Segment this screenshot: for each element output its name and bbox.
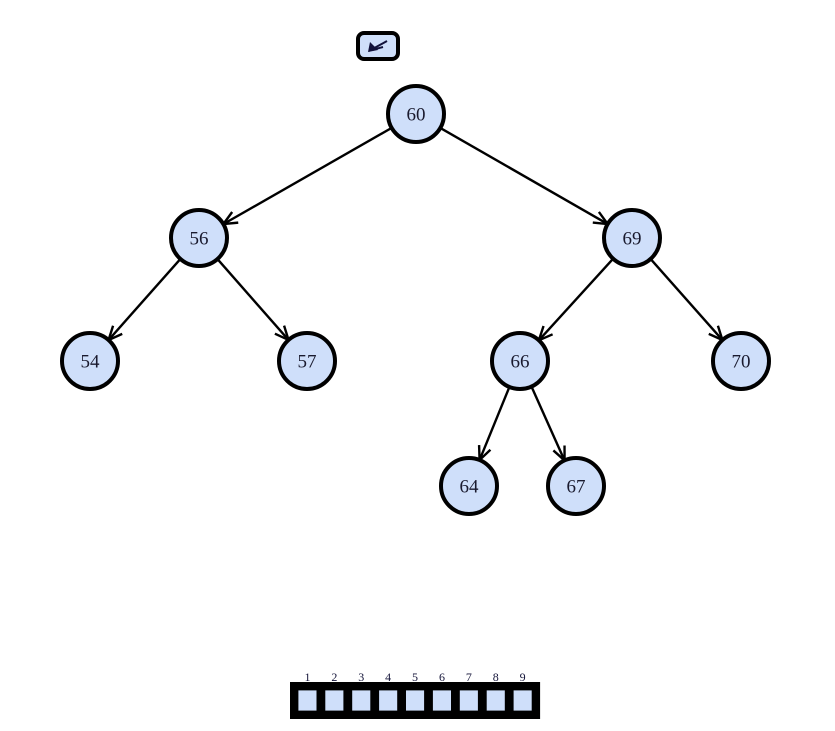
tree-edge [216, 258, 290, 342]
node-label: 54 [81, 352, 101, 373]
array-layer: 1 2 3 4 5 6 7 8 9 [290, 670, 541, 719]
array-cell-box[interactable] [509, 686, 537, 716]
array-cell-index: 8 [493, 670, 499, 684]
tree-node[interactable]: 69 [602, 208, 662, 268]
tree-node[interactable]: 67 [546, 456, 606, 516]
array-cell[interactable]: 4 [374, 670, 402, 716]
array-cell-index: 2 [331, 670, 337, 684]
tree-node[interactable]: 54 [60, 331, 120, 391]
array-cell-box[interactable] [401, 686, 429, 716]
array-cell[interactable]: 3 [347, 670, 375, 716]
array-cell-index: 7 [466, 670, 472, 684]
array-cell-index: 5 [412, 670, 418, 684]
node-label: 56 [190, 229, 209, 250]
tree-edge [222, 126, 393, 226]
tree-edge [537, 257, 615, 342]
array-cell[interactable]: 7 [455, 670, 483, 716]
tree-node[interactable]: 57 [277, 331, 337, 391]
array-cell-box[interactable] [482, 686, 510, 716]
node-circle[interactable] [60, 331, 120, 391]
array-cell-box[interactable] [320, 686, 348, 716]
node-circle[interactable] [602, 208, 662, 268]
tree-edge [649, 258, 724, 342]
array-cell-index: 3 [358, 670, 364, 684]
array-cell-index: 9 [520, 670, 526, 684]
array-cell[interactable]: 1 [294, 670, 321, 716]
array-cell[interactable]: 8 [482, 670, 510, 716]
node-circle[interactable] [169, 208, 229, 268]
node-circle[interactable] [277, 331, 337, 391]
node-circle[interactable] [439, 456, 499, 516]
arrow-down-left-icon [368, 40, 388, 52]
node-circle[interactable] [386, 84, 446, 144]
node-label: 66 [511, 352, 530, 373]
tree-node[interactable]: 66 [490, 331, 550, 391]
array-cell[interactable]: 2 [320, 670, 348, 716]
node-label: 64 [460, 477, 480, 498]
node-circle[interactable] [490, 331, 550, 391]
array-cell[interactable]: 6 [428, 670, 456, 716]
tree-edge [530, 386, 566, 462]
nodes-layer: 60 56 69 54 57 66 70 64 67 [60, 84, 771, 516]
array-cell[interactable]: 9 [509, 670, 537, 716]
edges-layer [107, 126, 724, 462]
array-cell-box[interactable] [294, 686, 321, 716]
array-cell-index: 6 [439, 670, 445, 684]
tree-node[interactable]: 70 [711, 331, 771, 391]
array-cell-box[interactable] [428, 686, 456, 716]
node-circle[interactable] [546, 456, 606, 516]
toolbar-layer [356, 31, 400, 61]
tree-edge [477, 386, 511, 461]
collapse-button[interactable] [356, 31, 400, 61]
tree-node[interactable]: 60 [386, 84, 446, 144]
node-label: 60 [407, 105, 426, 126]
node-label: 67 [567, 477, 586, 498]
tree-edge [107, 258, 182, 342]
tree-node[interactable]: 64 [439, 456, 499, 516]
tree-edge [439, 126, 609, 226]
array-cell-index: 4 [385, 670, 391, 684]
node-label: 57 [298, 352, 317, 373]
node-circle[interactable] [711, 331, 771, 391]
array-cell-box[interactable] [455, 686, 483, 716]
array-cell-index: 1 [304, 670, 310, 684]
array-cell-box[interactable] [347, 686, 375, 716]
node-label: 70 [732, 352, 751, 373]
array-cell-box[interactable] [374, 686, 402, 716]
tree-node[interactable]: 56 [169, 208, 229, 268]
array-cell[interactable]: 5 [401, 670, 429, 716]
node-label: 69 [623, 229, 642, 250]
